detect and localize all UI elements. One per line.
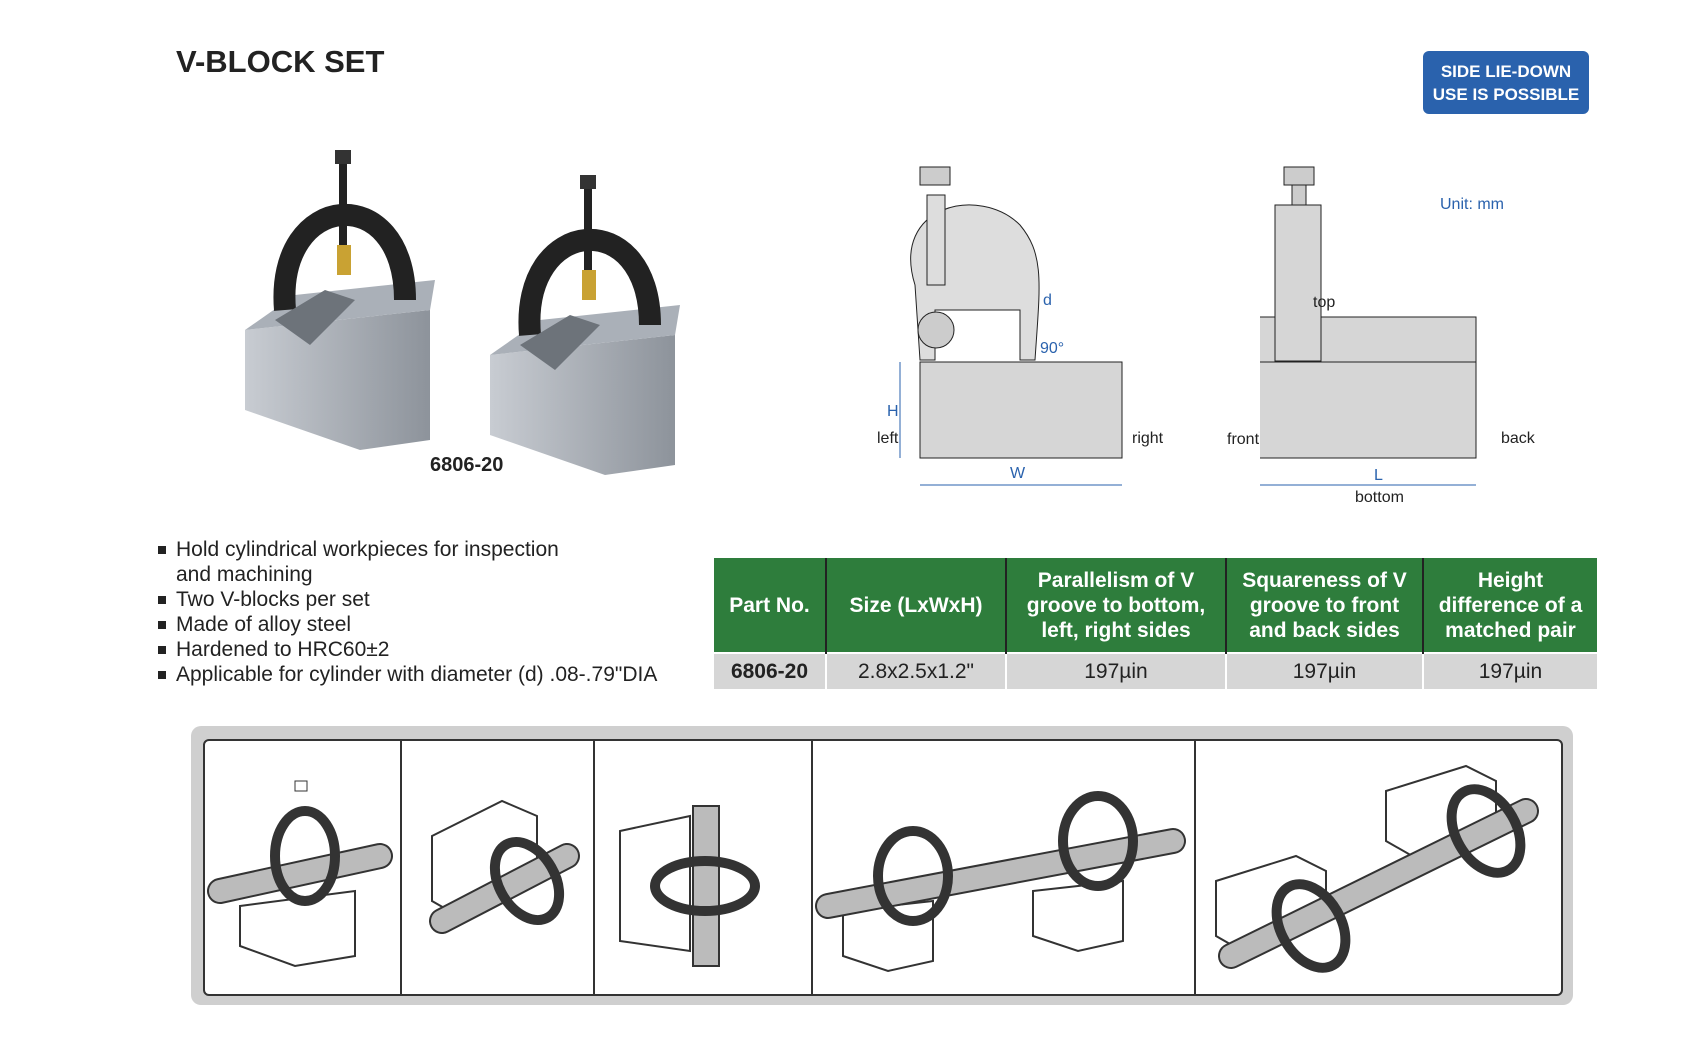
label-h: H — [887, 403, 899, 420]
header-part-no: Part No. — [714, 558, 827, 653]
cell-part-no: 6806-20 — [714, 652, 827, 689]
header-squareness: Squareness of V groove to front and back… — [1226, 558, 1424, 653]
header-parallelism: Parallelism of V groove to bottom, left,… — [1006, 558, 1227, 653]
front-view-diagram — [899, 166, 1123, 486]
v-block-right-image — [490, 175, 680, 475]
cell-size: 2.8x2.5x1.2" — [826, 652, 1007, 689]
label-angle: 90° — [1040, 340, 1065, 357]
header-height-difference: Height difference of a matched pair — [1423, 558, 1597, 653]
label-back: back — [1501, 430, 1535, 447]
label-front: front — [1227, 431, 1260, 448]
feature-list: Hold cylindrical workpieces for inspecti… — [158, 537, 657, 687]
cell-height-difference: 197µin — [1423, 652, 1597, 689]
usage-illustration-panel — [191, 726, 1573, 1005]
cell-squareness: 197µin — [1226, 652, 1424, 689]
label-bottom: bottom — [1355, 489, 1404, 506]
spec-table: Part No. Size (LxWxH) Parallelism of V g… — [714, 558, 1597, 689]
side-view-diagram — [1260, 166, 1477, 486]
label-right: right — [1132, 430, 1164, 447]
feature-item: Applicable for cylinder with diameter (d… — [158, 662, 657, 687]
feature-item: Hold cylindrical workpieces for inspecti… — [158, 537, 657, 562]
side-lie-down-badge: SIDE LIE-DOWN USE IS POSSIBLE — [1423, 51, 1589, 114]
photo-part-label: 6806-20 — [430, 454, 504, 476]
badge-line-1: SIDE LIE-DOWN — [1440, 61, 1572, 81]
badge-line-2: USE IS POSSIBLE — [1432, 84, 1580, 104]
table-row: 6806-20 2.8x2.5x1.2" 197µin 197µin 197µi… — [714, 652, 1597, 689]
usage-illustration-5 — [1196, 741, 1561, 994]
usage-illustration-3 — [595, 741, 813, 994]
product-photo — [245, 150, 680, 475]
feature-item: Made of alloy steel — [158, 612, 657, 637]
unit-label: Unit: mm — [1440, 196, 1504, 213]
usage-illustration-1 — [205, 741, 402, 994]
feature-item: Two V-blocks per set — [158, 587, 657, 612]
label-l: L — [1374, 467, 1383, 484]
feature-item-continued: and machining — [176, 563, 313, 586]
feature-item: Hardened to HRC60±2 — [158, 637, 657, 662]
label-left: left — [877, 430, 899, 447]
cell-parallelism: 197µin — [1006, 652, 1227, 689]
label-top: top — [1313, 294, 1336, 311]
table-header-row: Part No. Size (LxWxH) Parallelism of V g… — [714, 558, 1597, 653]
header-size: Size (LxWxH) — [826, 558, 1007, 653]
page-title: V-BLOCK SET — [176, 44, 385, 79]
label-d: d — [1043, 292, 1052, 309]
v-block-left-image — [245, 150, 435, 450]
label-w: W — [1010, 465, 1026, 482]
usage-illustration-2 — [402, 741, 595, 994]
usage-illustration-4 — [813, 741, 1196, 994]
